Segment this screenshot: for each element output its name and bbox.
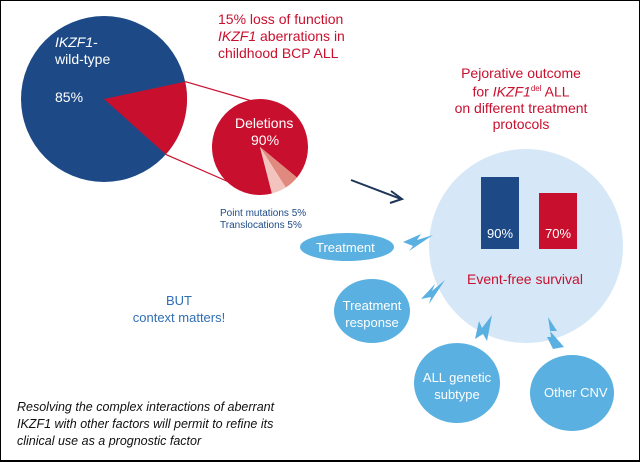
other-cnv-ellipse bbox=[530, 355, 614, 431]
translocations-slice bbox=[260, 147, 286, 194]
treatment-ellipse bbox=[300, 233, 394, 261]
header-line2: IKZF1 aberrations in bbox=[218, 28, 345, 44]
event-free-survival-label: Event-free survival bbox=[467, 271, 583, 287]
point-mutations-slice bbox=[260, 147, 297, 188]
but-text: BUT context matters! bbox=[132, 293, 226, 325]
wildtype-label: IKZF1- wild-type bbox=[55, 34, 111, 67]
header-text: 15% loss of function IKZF1 aberrations i… bbox=[218, 11, 345, 62]
bar-70 bbox=[539, 193, 577, 249]
treatment-response-label: Treatment response bbox=[342, 298, 402, 330]
outcome-text: Pejorative outcome for IKZF1del ALL on d… bbox=[454, 65, 588, 132]
other-cnv-label: Other CNV bbox=[544, 385, 608, 400]
bar-label-90: 90% bbox=[487, 226, 514, 241]
outcome-circle bbox=[429, 149, 623, 343]
lightning-icon bbox=[547, 317, 564, 349]
treatment-label: Treatment bbox=[316, 240, 375, 255]
conclusion-text: Resolving the complex interactions of ab… bbox=[17, 400, 275, 448]
aberration-legend: Point mutations 5% Translocations 5% bbox=[220, 208, 307, 231]
arrow-icon bbox=[350, 179, 405, 204]
bar-chart bbox=[481, 177, 577, 249]
lightning-icon bbox=[421, 280, 445, 304]
genetic-subtype-ellipse bbox=[414, 343, 500, 423]
aberration-slice bbox=[104, 81, 188, 155]
lightning-icons bbox=[403, 234, 564, 349]
deletions-label: Deletions bbox=[235, 115, 294, 131]
wildtype-percent: 85% bbox=[55, 89, 84, 105]
bar-90 bbox=[481, 177, 519, 249]
lightning-icon bbox=[403, 234, 433, 251]
header-line1: 15% loss of function bbox=[218, 11, 344, 27]
deletions-slice bbox=[211, 98, 308, 195]
connector-top bbox=[184, 81, 253, 102]
lightning-icon bbox=[475, 315, 492, 341]
deletions-percent: 90% bbox=[251, 132, 280, 148]
header-line3: childhood BCP ALL bbox=[218, 45, 339, 61]
bar-label-70: 70% bbox=[545, 226, 572, 241]
genetic-subtype-label: ALL genetic subtype bbox=[422, 370, 492, 402]
aberrations-pie bbox=[211, 98, 308, 195]
wildtype-pie bbox=[21, 16, 188, 182]
treatment-response-ellipse bbox=[334, 279, 410, 343]
